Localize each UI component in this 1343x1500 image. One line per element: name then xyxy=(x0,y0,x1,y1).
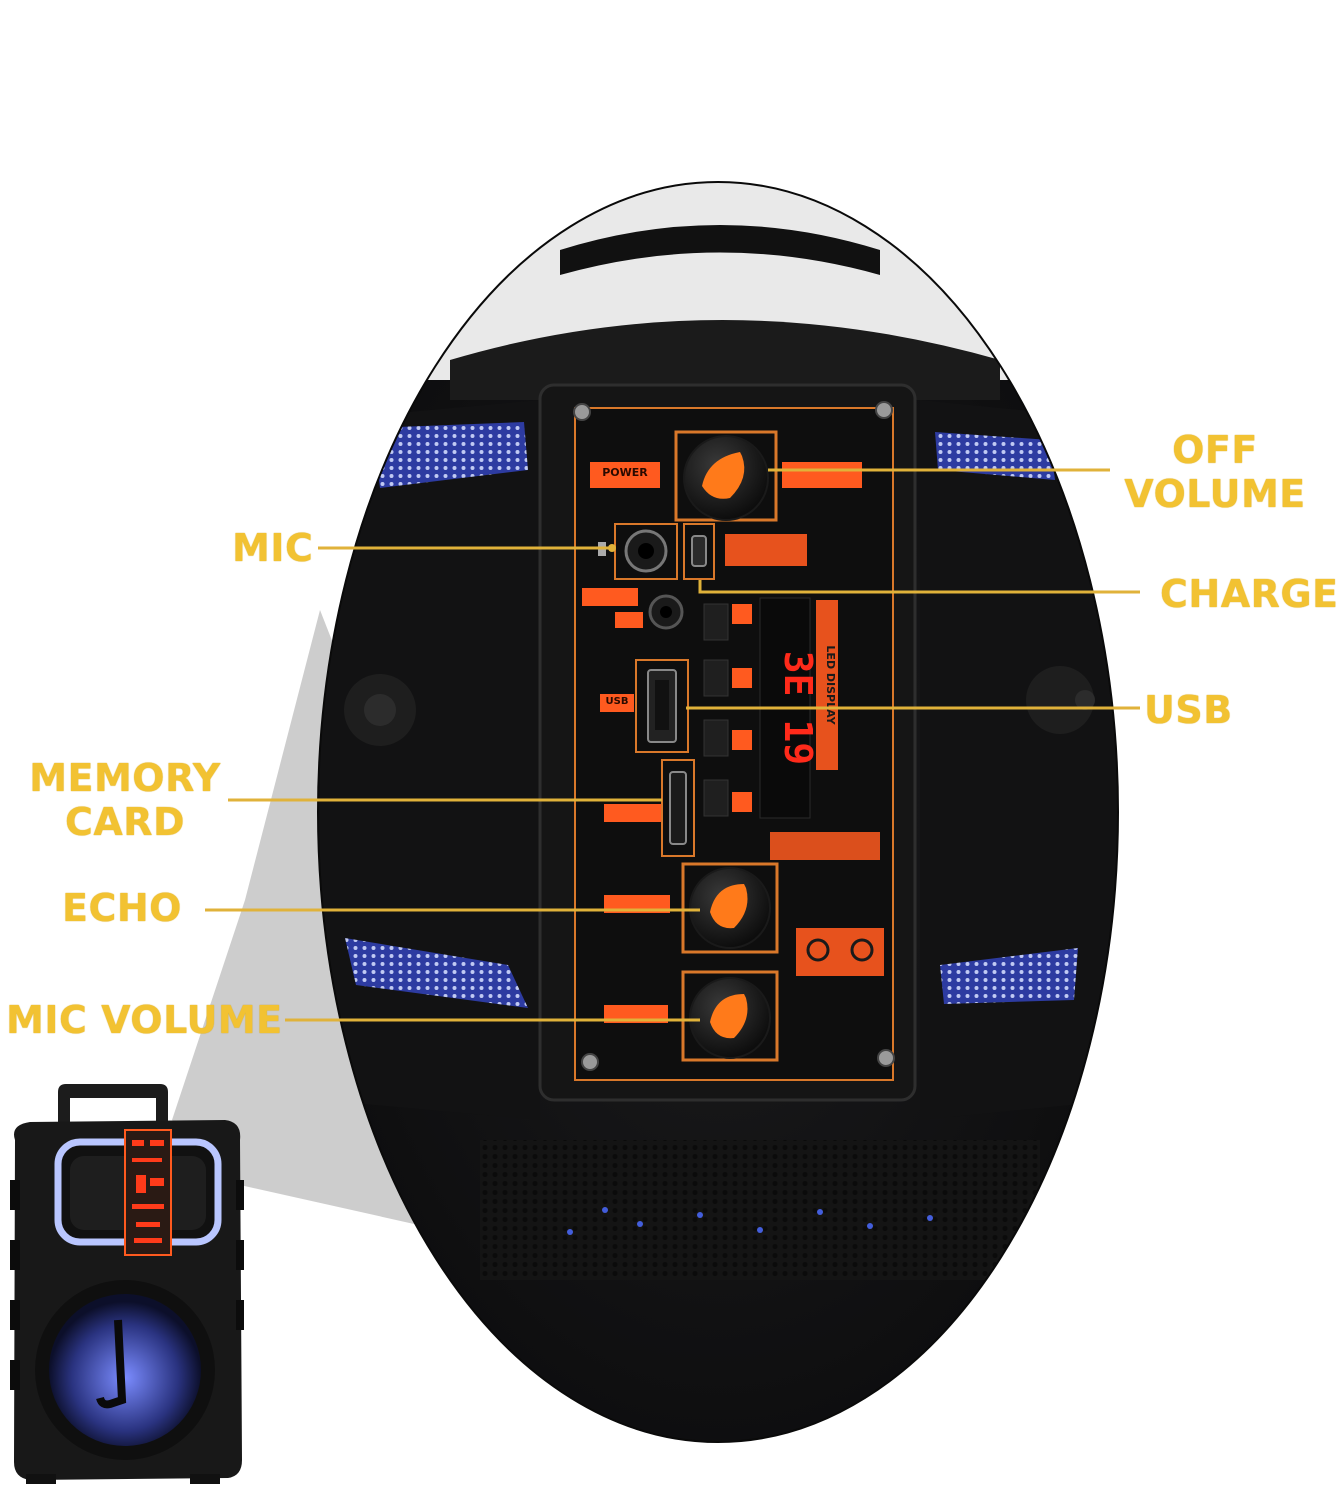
led-strip-top-right xyxy=(935,432,1055,480)
leader-dots xyxy=(608,544,616,552)
callout-mic-volume-label: MIC VOLUME xyxy=(6,998,283,1042)
led-display-tag xyxy=(816,600,838,770)
charge-port-frame xyxy=(683,523,715,580)
usb-tag xyxy=(600,694,634,712)
led-strip-bottom-right xyxy=(940,948,1078,1004)
callout-echo-label: ECHO xyxy=(62,886,182,930)
callout-usb-label: USB xyxy=(1144,688,1233,732)
sd-tag xyxy=(604,804,662,822)
charge-port-icon[interactable] xyxy=(691,535,707,567)
mic-volume-knob-frame xyxy=(681,970,779,1062)
speaker-thumbnail-icon xyxy=(10,1084,244,1484)
callout-mic-label: MIC xyxy=(232,526,314,570)
callout-charge-label: CHARGE xyxy=(1160,572,1339,616)
callout-off-volume-line2: VOLUME xyxy=(1124,472,1306,516)
panel-usb-label: USB xyxy=(605,696,629,707)
callout-mic: MIC xyxy=(232,526,313,570)
echo-knob-frame xyxy=(681,862,779,954)
button-column xyxy=(703,603,752,817)
leader-charge xyxy=(698,580,1140,594)
sd-slot-icon[interactable] xyxy=(669,771,687,845)
panel-power-label: POWER xyxy=(602,466,648,479)
callout-charge: CHARGE xyxy=(1160,572,1339,616)
callout-off-volume: OFF VOLUME xyxy=(1110,428,1320,516)
power-tag xyxy=(590,462,660,488)
callout-echo: ECHO xyxy=(62,886,182,930)
usb-port-frame xyxy=(635,659,689,753)
leader-lines xyxy=(205,468,1140,1022)
led-display-label: LED DISPLAY xyxy=(824,645,837,725)
volume-tag xyxy=(782,462,862,488)
sd-slot-frame xyxy=(661,759,695,857)
brand-badge xyxy=(796,928,884,976)
callout-off-volume-line1: OFF xyxy=(1172,428,1258,472)
callout-mic-volume: MIC VOLUME xyxy=(6,998,283,1042)
charge-tag xyxy=(725,534,807,566)
led-strip-top-left xyxy=(372,422,528,488)
panel-screws xyxy=(573,401,895,1071)
callout-memory-card-line1: MEMORY xyxy=(29,756,221,800)
led-strip-bottom-left xyxy=(345,938,528,1008)
mic-jack-frame xyxy=(614,523,678,580)
callout-memory-card-line2: CARD xyxy=(64,800,186,844)
callout-memory-card: MEMORY CARD xyxy=(20,756,230,844)
callout-usb: USB xyxy=(1144,688,1233,732)
